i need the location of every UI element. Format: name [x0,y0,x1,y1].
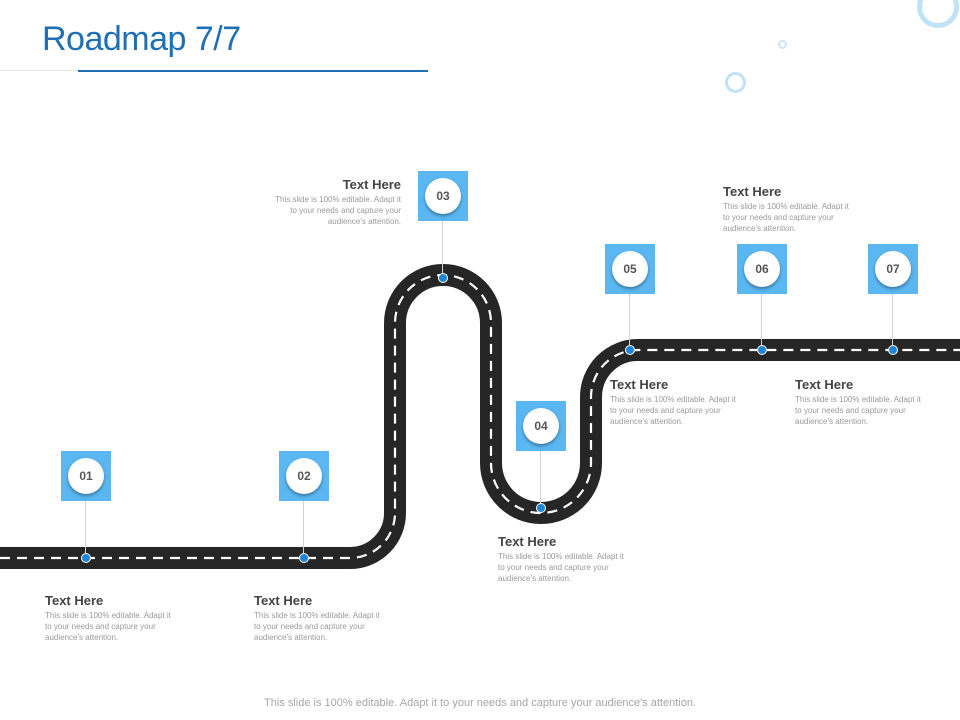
milestone-heading: Text Here [795,377,854,392]
title-underline [78,70,428,72]
milestone-marker-02[interactable]: 02 [279,451,329,501]
milestone-dot [536,503,546,513]
milestone-description: This slide is 100% editable. Adapt it to… [723,202,849,233]
milestone-description: This slide is 100% editable. Adapt it to… [275,195,401,226]
milestone-heading: Text Here [342,177,401,192]
page-title: Roadmap 7/7 [42,20,241,58]
milestone-dot [299,553,309,563]
milestone-heading: Text Here [45,593,104,608]
milestone-dot [81,553,91,563]
milestone-heading: Text Here [610,377,669,392]
milestone-text-04: Text Here This slide is 100% editable. A… [498,534,624,584]
milestone-heading: Text Here [254,593,313,608]
milestone-description: This slide is 100% editable. Adapt it to… [610,395,736,426]
milestone-description: This slide is 100% editable. Adapt it to… [254,611,380,642]
milestone-connector [442,220,443,278]
milestone-number: 02 [286,458,322,494]
milestone-connector [85,500,86,558]
milestone-connector [761,293,762,350]
title-underline-thin [0,70,78,71]
milestone-number: 06 [744,251,780,287]
milestone-marker-04[interactable]: 04 [516,401,566,451]
milestone-text-03: Text Here This slide is 100% editable. A… [275,177,401,227]
milestone-marker-01[interactable]: 01 [61,451,111,501]
decorative-ring-large [917,0,959,28]
decorative-ring-medium [725,72,746,93]
milestone-marker-06[interactable]: 06 [737,244,787,294]
milestone-text-05: Text Here This slide is 100% editable. A… [610,377,736,427]
milestone-text-07: Text Here This slide is 100% editable. A… [795,377,921,427]
milestone-dot [438,273,448,283]
milestone-heading: Text Here [723,184,782,199]
milestone-number: 03 [425,178,461,214]
milestone-text-01: Text Here This slide is 100% editable. A… [45,593,171,643]
milestone-heading: Text Here [498,534,557,549]
milestone-marker-03[interactable]: 03 [418,171,468,221]
milestone-dot [625,345,635,355]
decorative-ring-small [778,40,787,49]
milestone-connector [629,293,630,350]
milestone-description: This slide is 100% editable. Adapt it to… [498,552,624,583]
milestone-description: This slide is 100% editable. Adapt it to… [795,395,921,426]
milestone-marker-05[interactable]: 05 [605,244,655,294]
milestone-marker-07[interactable]: 07 [868,244,918,294]
milestone-text-06: Text Here This slide is 100% editable. A… [723,184,849,234]
milestone-connector [540,450,541,508]
milestone-number: 07 [875,251,911,287]
milestone-number: 01 [68,458,104,494]
milestone-number: 04 [523,408,559,444]
milestone-dot [888,345,898,355]
milestone-connector [303,500,304,558]
milestone-number: 05 [612,251,648,287]
milestone-dot [757,345,767,355]
footer-note: This slide is 100% editable. Adapt it to… [264,697,696,709]
milestone-description: This slide is 100% editable. Adapt it to… [45,611,171,642]
milestone-connector [892,293,893,350]
milestone-text-02: Text Here This slide is 100% editable. A… [254,593,380,643]
